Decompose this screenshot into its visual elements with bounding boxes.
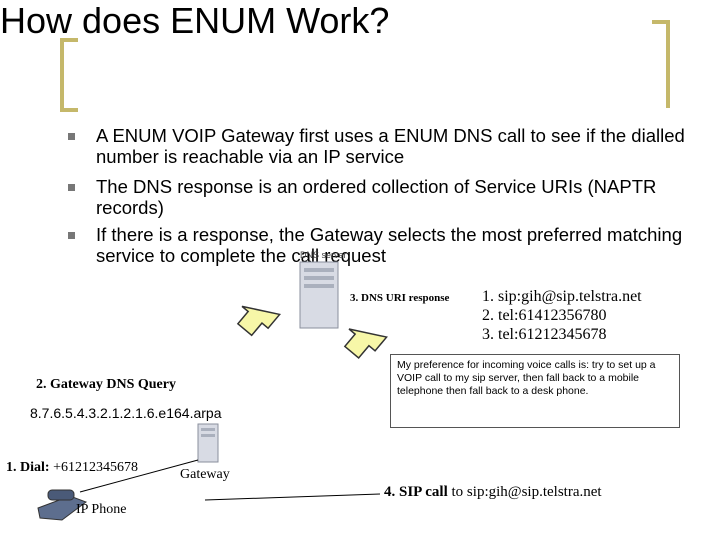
ip-phone-icon — [37, 489, 88, 521]
step4-label: 4. SIP call to sip:gih@sip.telstra.net — [384, 484, 602, 501]
query-arrow-icon — [236, 305, 282, 337]
bullet-1: A ENUM VOIP Gateway first uses a ENUM DN… — [96, 125, 685, 167]
bullet-marker — [68, 184, 75, 191]
uri-item-1: 1. sip:gih@sip.telstra.net — [482, 288, 642, 305]
response-arrow-icon — [343, 328, 389, 360]
uri-item-3: 3. tel:61212345678 — [482, 326, 607, 343]
dns-server-icon — [299, 261, 339, 329]
dns-server-label: DNS server — [300, 250, 347, 260]
step2-label: 2. Gateway DNS Query — [36, 377, 176, 392]
bullet-2: The DNS response is an ordered collectio… — [96, 176, 657, 218]
gateway-server-icon — [197, 423, 219, 463]
preference-note: My preference for incoming voice calls i… — [390, 354, 680, 428]
gateway-to-sip-line — [204, 493, 381, 501]
enum-domain: 8.7.6.5.4.3.2.1.2.1.6.e164.arpa — [30, 405, 222, 421]
step4-suffix: to sip:gih@sip.telstra.net — [451, 484, 602, 500]
bullet-3: If there is a response, the Gateway sele… — [96, 224, 683, 266]
phone-to-gateway-line — [79, 459, 199, 493]
title-bracket-right — [652, 20, 670, 108]
step4-prefix: 4. SIP call — [384, 484, 448, 500]
step1-number: +61212345678 — [53, 460, 138, 475]
ip-phone-label: IP Phone — [76, 502, 127, 517]
step1-label: 1. Dial: +61212345678 — [6, 460, 138, 476]
bullet-marker — [68, 133, 75, 140]
step3-label: 3. DNS URI response — [350, 292, 450, 304]
step1-prefix: 1. Dial: — [6, 460, 50, 475]
slide-title: How does ENUM Work? — [0, 0, 390, 41]
gateway-label: Gateway — [180, 467, 230, 482]
uri-item-2: 2. tel:61412356780 — [482, 307, 607, 324]
title-bracket-left — [60, 38, 78, 112]
bullet-marker — [68, 232, 75, 239]
